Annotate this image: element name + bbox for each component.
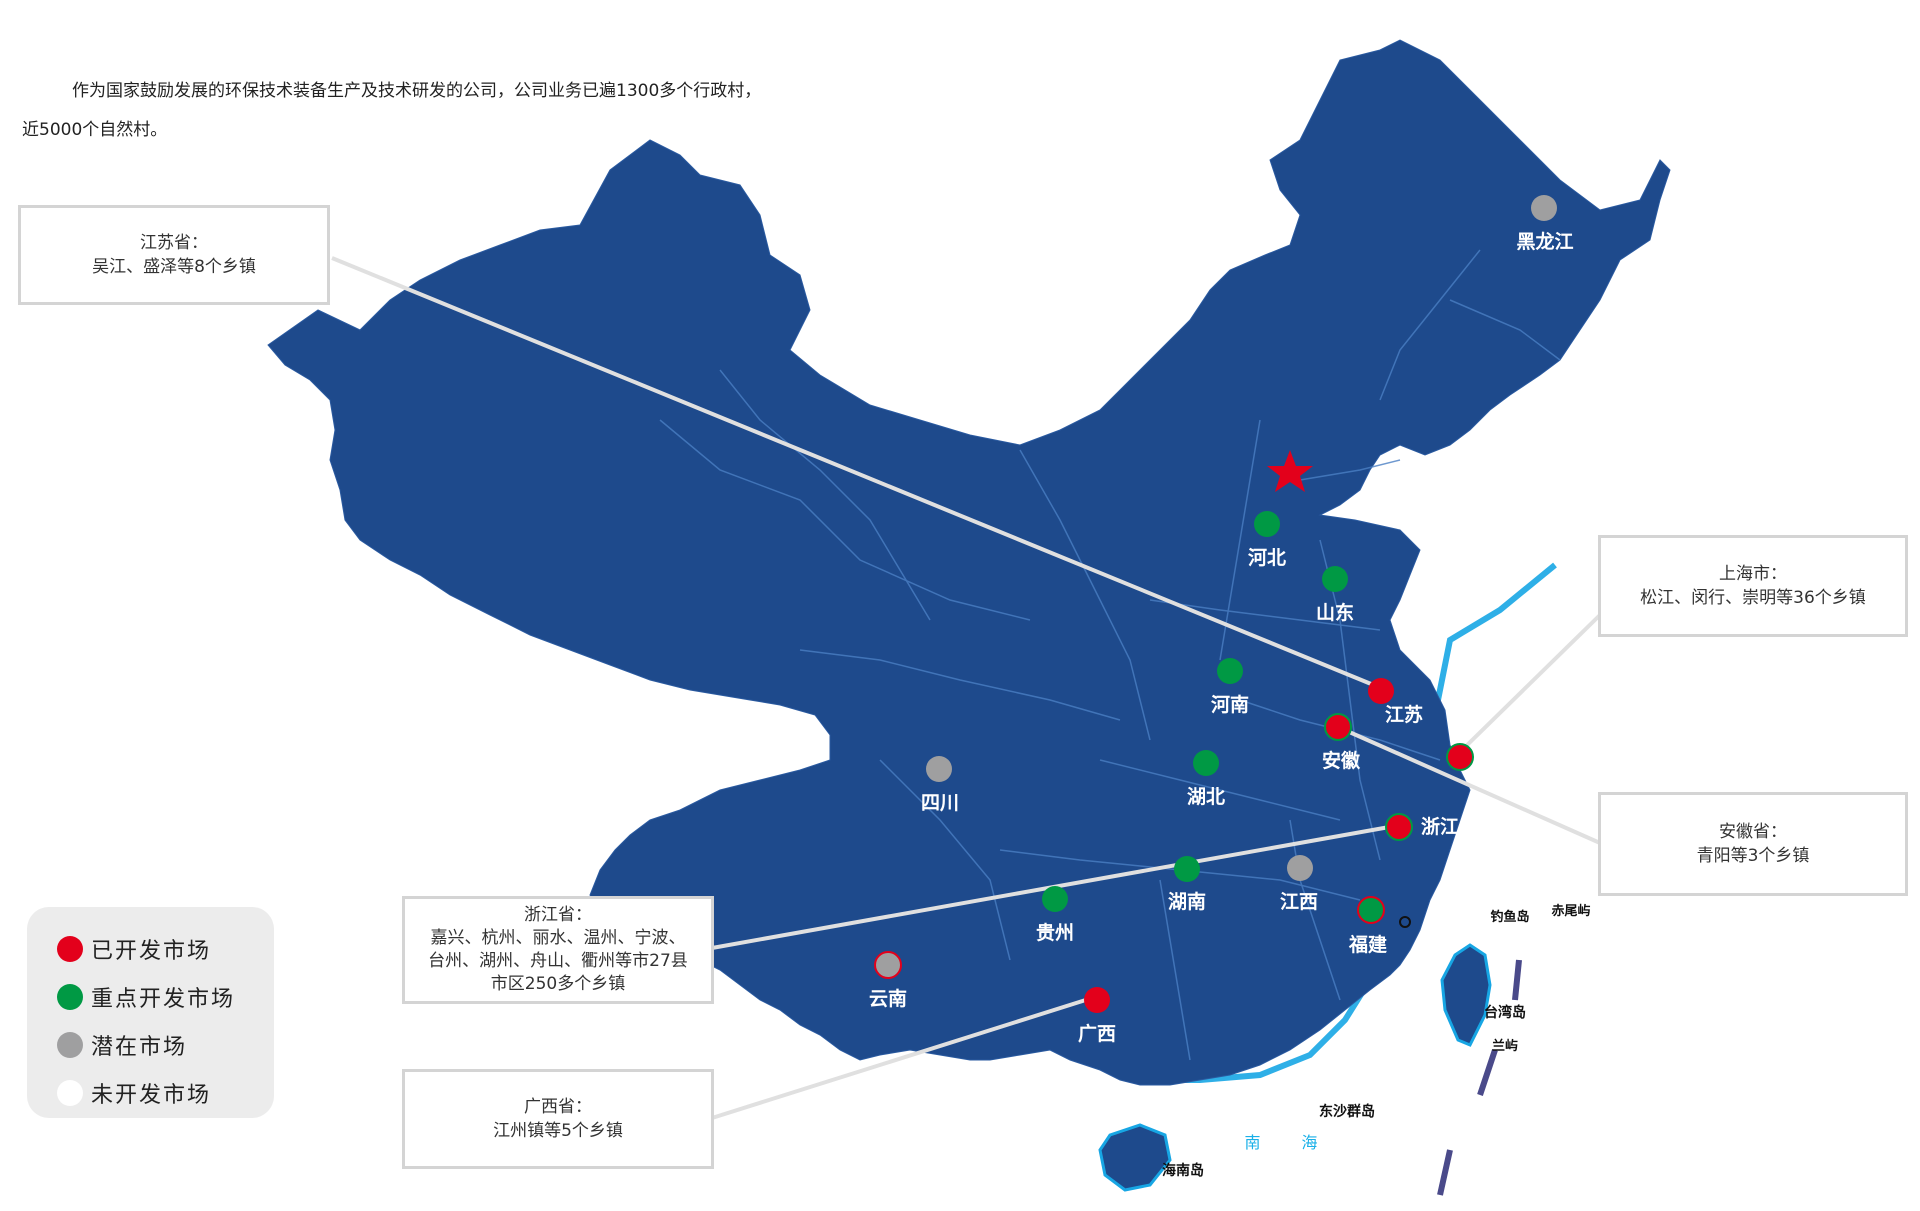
callout-zhejiang-line2: 台州、湖州、舟山、衢州等市27县: [428, 951, 688, 971]
callout-jiangsu-title: 江苏省：: [140, 233, 208, 253]
marker-heilongjiang: [1531, 195, 1557, 221]
intro-line-1: 作为国家鼓励发展的环保技术装备生产及技术研发的公司，公司业务已遍1300多个行政…: [72, 81, 762, 101]
label-dongsha: 东沙群岛: [1319, 1103, 1375, 1120]
marker-fujian: [1357, 896, 1385, 924]
label-lanyu: 兰屿: [1492, 1038, 1518, 1054]
callout-jiangsu-text: 吴江、盛泽等8个乡镇: [92, 257, 256, 277]
legend-dot-key: [57, 984, 83, 1010]
label-anhui: 安徽: [1322, 749, 1361, 772]
label-jiangsu: 江苏: [1385, 703, 1423, 726]
connector-jiangsu: [331, 256, 1377, 688]
callout-zhejiang-title: 浙江省：: [524, 905, 592, 925]
connector-lines: [331, 256, 1602, 1120]
callout-zhejiang-line1: 嘉兴、杭州、丽水、温州、宁波、: [430, 928, 686, 948]
connector-anhui: [1337, 725, 1601, 845]
legend-label-potential: 潜在市场: [91, 1035, 188, 1060]
marker-guizhou: [1042, 886, 1068, 912]
legend-dot-potential: [57, 1032, 83, 1058]
marker-sichuan: [926, 756, 952, 782]
fujian-islet: [1399, 916, 1411, 928]
callout-anhui: 安徽省： 青阳等3个乡镇: [1598, 792, 1908, 896]
label-fujian: 福建: [1348, 933, 1387, 956]
connector-shanghai: [1458, 613, 1602, 754]
south-sea-frame: [1437, 959, 1522, 1196]
island-labels: 钓鱼岛 赤尾屿 台湾岛 兰屿 东沙群岛 海南岛 南 海: [1162, 903, 1591, 1179]
marker-hubei: [1193, 750, 1219, 776]
label-shanghai: 上海: [1481, 744, 1519, 767]
connector-guangxi: [711, 996, 1093, 1120]
label-shandong: 山东: [1316, 601, 1354, 624]
label-hubei: 湖北: [1187, 786, 1225, 808]
marker-anhui: [1324, 713, 1352, 741]
callout-guangxi: 广西省： 江州镇等5个乡镇: [402, 1069, 714, 1169]
capital-star-icon: [1267, 450, 1313, 492]
marker-jiangsu: [1368, 678, 1394, 704]
marker-shanghai: [1446, 743, 1474, 771]
label-jiangxi: 江西: [1280, 891, 1318, 913]
marker-shandong: [1322, 566, 1348, 592]
province-labels: 黑龙江 河北 山东 河南 江苏 安徽 上海 湖北 四川 浙江 湖南 江西 贵州 …: [869, 230, 1574, 1045]
hainan-island: [1098, 1123, 1172, 1192]
callout-anhui-title: 安徽省：: [1719, 822, 1787, 842]
province-borders: [659, 249, 1561, 1061]
legend-item-developed: 已开发市场: [57, 925, 274, 973]
label-henan: 河南: [1211, 694, 1249, 716]
callout-jiangsu: 江苏省： 吴江、盛泽等8个乡镇: [18, 205, 330, 305]
label-diaoyu: 钓鱼岛: [1490, 909, 1529, 925]
marker-hunan: [1174, 856, 1200, 882]
legend-label-key: 重点开发市场: [91, 987, 236, 1012]
callout-anhui-text: 青阳等3个乡镇: [1696, 846, 1810, 866]
label-hunan: 湖南: [1168, 891, 1206, 913]
callout-shanghai-title: 上海市：: [1719, 564, 1787, 584]
legend-dot-undeveloped: [57, 1080, 83, 1106]
market-markers: [874, 195, 1557, 1013]
legend-label-developed: 已开发市场: [91, 939, 212, 964]
marker-hebei: [1254, 511, 1280, 537]
intro-text: 作为国家鼓励发展的环保技术装备生产及技术研发的公司，公司业务已遍1300多个行政…: [22, 72, 862, 150]
label-yunnan: 云南: [869, 988, 907, 1010]
label-guizhou: 贵州: [1036, 922, 1074, 944]
callout-zhejiang-line3: 市区250多个乡镇: [490, 974, 626, 994]
legend-dot-developed: [57, 936, 83, 962]
marker-guangxi: [1084, 987, 1110, 1013]
legend-item-potential: 潜在市场: [57, 1021, 274, 1069]
callout-zhejiang: 浙江省： 嘉兴、杭州、丽水、温州、宁波、 台州、湖州、舟山、衢州等市27县 市区…: [402, 896, 714, 1004]
label-heilongjiang: 黑龙江: [1516, 230, 1573, 253]
legend-item-key: 重点开发市场: [57, 973, 274, 1021]
legend-label-undeveloped: 未开发市场: [91, 1083, 212, 1108]
label-chiwei: 赤尾屿: [1551, 903, 1590, 919]
label-sichuan: 四川: [921, 792, 959, 814]
label-zhejiang: 浙江: [1421, 815, 1459, 838]
legend-item-undeveloped: 未开发市场: [57, 1069, 274, 1117]
marker-zhejiang: [1385, 813, 1413, 841]
callout-shanghai: 上海市： 松江、闵行、崇明等36个乡镇: [1598, 535, 1908, 637]
marker-jiangxi: [1287, 855, 1313, 881]
label-nanhai: 南 海: [1244, 1133, 1335, 1152]
callout-guangxi-title: 广西省：: [524, 1097, 592, 1117]
label-hebei: 河北: [1248, 547, 1286, 569]
taiwan-island: [1440, 943, 1492, 1047]
callout-guangxi-text: 江州镇等5个乡镇: [493, 1121, 623, 1141]
intro-line-2: 近5000个自然村。: [22, 120, 168, 140]
marker-henan: [1217, 658, 1243, 684]
callout-shanghai-text: 松江、闵行、崇明等36个乡镇: [1640, 588, 1866, 608]
legend: 已开发市场 重点开发市场 潜在市场 未开发市场: [27, 907, 274, 1118]
label-taiwan: 台湾岛: [1484, 1004, 1526, 1021]
label-hainan: 海南岛: [1162, 1162, 1204, 1179]
marker-yunnan: [874, 951, 902, 979]
label-guangxi: 广西: [1078, 1022, 1116, 1045]
